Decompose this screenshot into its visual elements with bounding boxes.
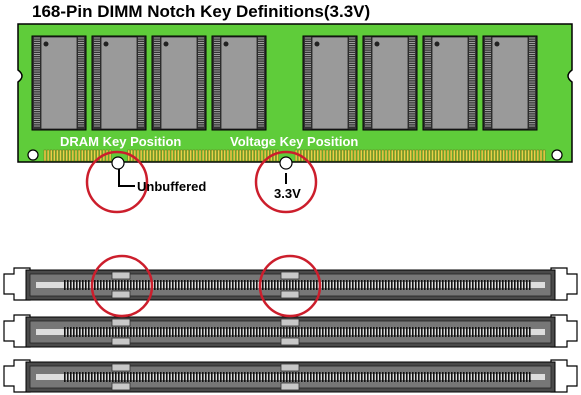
voltage-key-notch: [279, 156, 293, 170]
memory-chip: [91, 35, 147, 131]
voltage-highlight-circle: [254, 150, 318, 214]
memory-chips: [31, 35, 538, 131]
memory-chip: [302, 35, 358, 131]
voltage-key-label: Voltage Key Position: [230, 134, 358, 149]
gold-contacts: [43, 149, 546, 162]
memory-chip: [482, 35, 538, 131]
dram-key-label: DRAM Key Position: [60, 134, 181, 149]
voltage-callout: 3.3V: [254, 150, 318, 214]
memory-chip: [31, 35, 87, 131]
unbuffered-callout: Unbuffered: [85, 150, 206, 214]
unbuffered-highlight-circle: [85, 150, 149, 214]
left-mounting-hole: [27, 149, 39, 161]
voltage-label: 3.3V: [274, 186, 301, 201]
memory-chip: [211, 35, 267, 131]
diagram-title: 168-Pin DIMM Notch Key Definitions(3.3V): [32, 2, 371, 21]
right-mounting-hole: [551, 149, 563, 161]
unbuffered-leader-line: [118, 169, 135, 187]
dimm-slot[interactable]: [3, 267, 578, 301]
dram-key-notch: [111, 156, 125, 170]
memory-chip: [151, 35, 207, 131]
dimm-slots: [3, 267, 578, 393]
unbuffered-label: Unbuffered: [137, 179, 206, 194]
slot-dram-key-highlight: [90, 254, 154, 318]
memory-chip: [362, 35, 418, 131]
slot-voltage-key-highlight: [258, 254, 322, 318]
dimm-slot[interactable]: [3, 314, 578, 348]
dimm-module: DRAM Key Position Voltage Key Position: [17, 23, 573, 170]
dimm-slot[interactable]: [3, 359, 578, 393]
memory-chip: [422, 35, 478, 131]
